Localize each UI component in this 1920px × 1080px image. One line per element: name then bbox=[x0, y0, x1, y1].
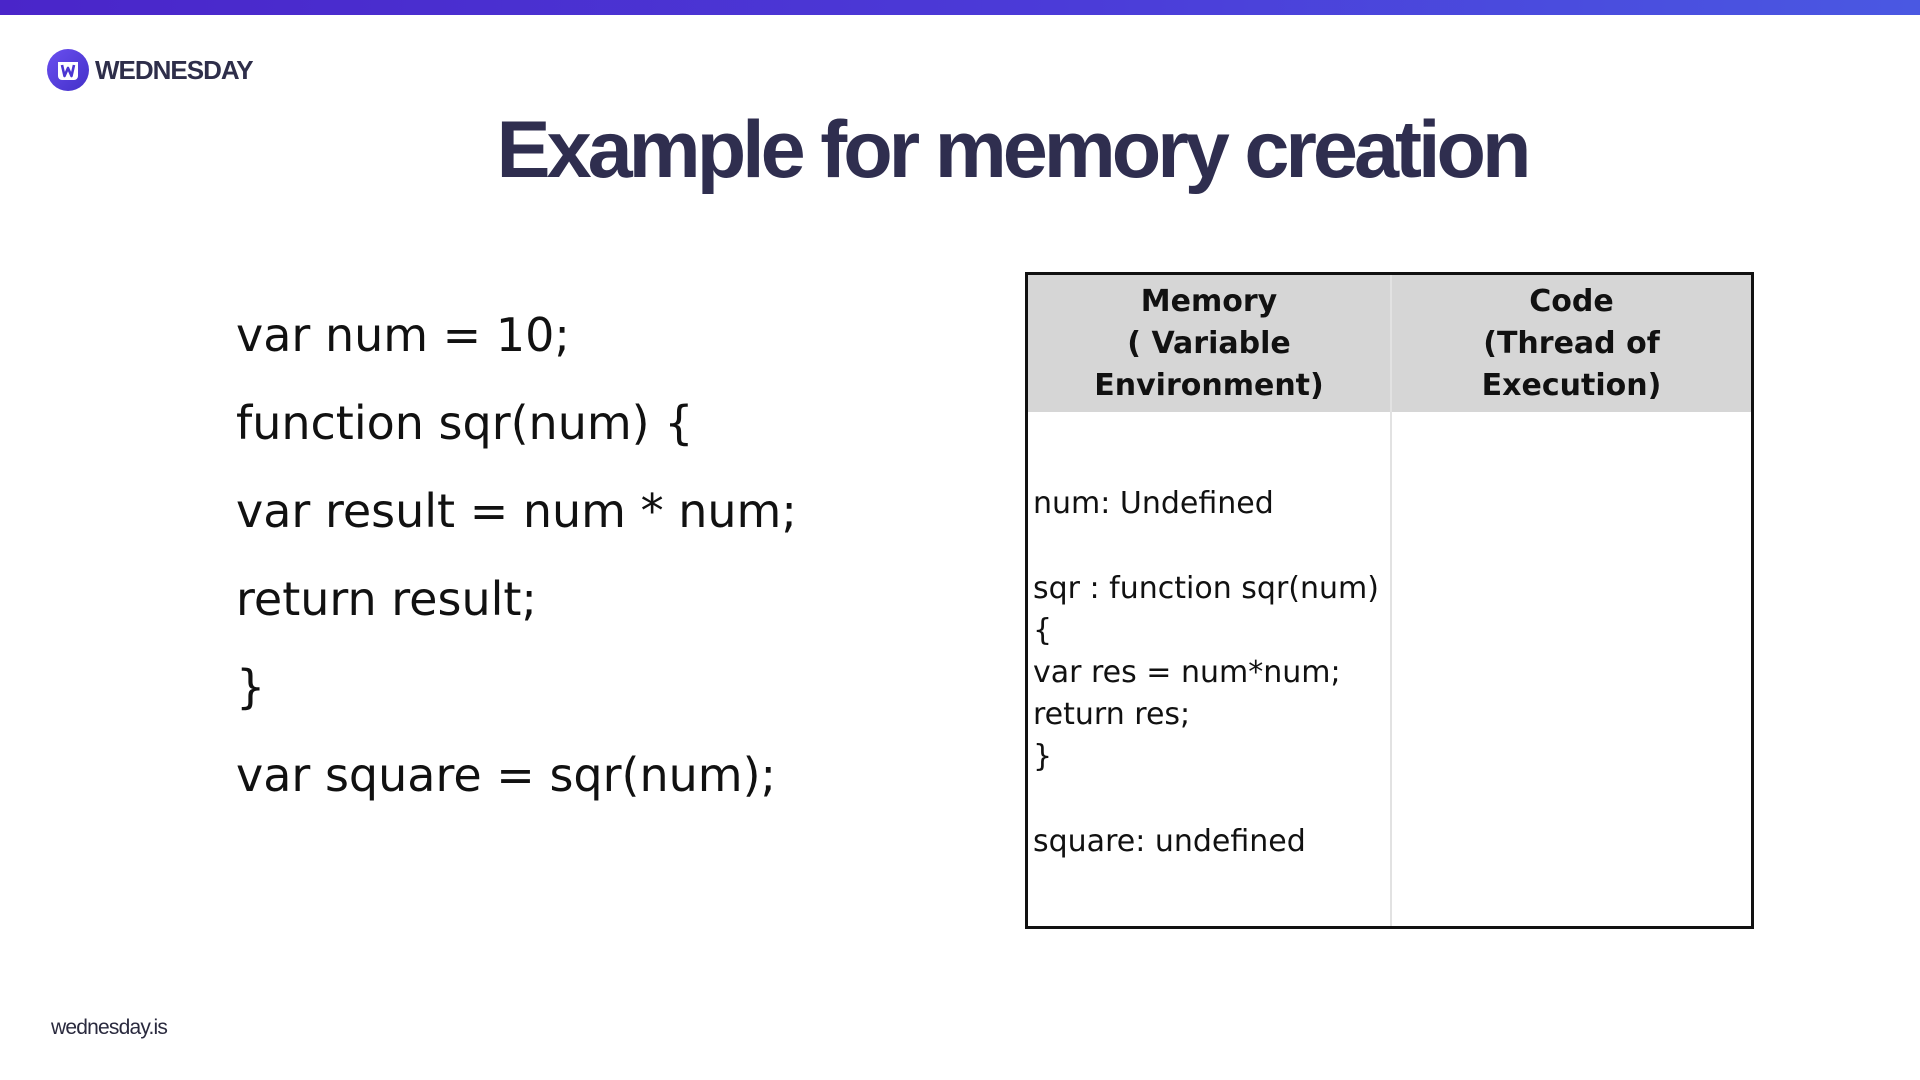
memory-entry: var res = num*num; bbox=[1033, 655, 1341, 690]
memory-entry: { bbox=[1033, 613, 1053, 648]
code-line: var result = num * num; bbox=[236, 484, 797, 538]
memory-entry: square: undefined bbox=[1033, 824, 1306, 859]
top-accent-bar bbox=[0, 0, 1920, 15]
code-column-header: Code (Thread of Execution) bbox=[1481, 283, 1662, 403]
code-snippet: var num = 10; function sqr(num) { var re… bbox=[236, 302, 936, 830]
code-line: var num = 10; bbox=[236, 308, 570, 362]
code-line: return result; bbox=[236, 572, 537, 626]
slide-title: Example for memory creation bbox=[496, 105, 1532, 195]
execution-context-table: Memory ( Variable Environment) Code (Thr… bbox=[1025, 272, 1754, 929]
memory-column-header: Memory ( Variable Environment) bbox=[1028, 275, 1392, 412]
memory-entry: } bbox=[1033, 739, 1053, 774]
table-body-row: num: Undefined sqr : function sqr(num) {… bbox=[1028, 412, 1751, 926]
brand-name: WEDNESDAY bbox=[95, 54, 254, 85]
brand-logo: WEDNESDAY bbox=[47, 49, 254, 91]
code-line: function sqr(num) { bbox=[236, 396, 694, 450]
code-line: } bbox=[236, 660, 266, 714]
footer-site: wednesday.is bbox=[51, 1016, 168, 1039]
memory-cell: num: Undefined sqr : function sqr(num) {… bbox=[1028, 412, 1392, 926]
code-line: var square = sqr(num); bbox=[236, 748, 777, 802]
memory-entry: num: Undefined bbox=[1033, 486, 1274, 521]
memory-entry: return res; bbox=[1033, 697, 1191, 732]
table-header-row: Memory ( Variable Environment) Code (Thr… bbox=[1028, 275, 1751, 412]
wednesday-logo-icon bbox=[47, 49, 89, 91]
memory-entry: sqr : function sqr(num) bbox=[1033, 571, 1379, 606]
code-cell bbox=[1392, 412, 1751, 926]
